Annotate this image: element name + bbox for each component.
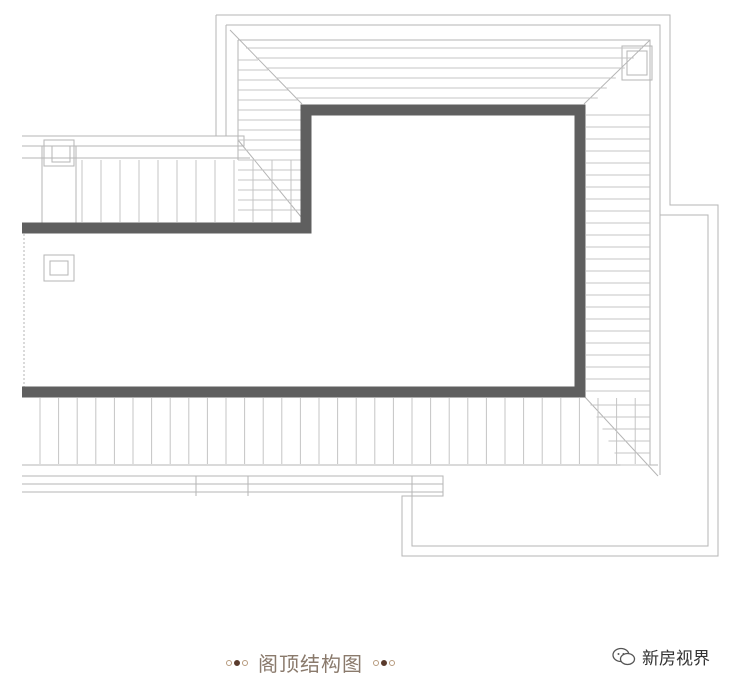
caption-group: 阁顶结构图 [226,648,395,677]
vent-box-top-right [621,45,653,81]
bottom-eave [22,464,658,496]
left-roof-edge [22,15,250,159]
brand-name: 新房视界 [642,649,710,669]
vent-box-left-mid [43,254,75,282]
inner-boundary [226,24,709,547]
hip-line-top-left [229,29,303,105]
vent-box-left-top [43,139,75,167]
attic-wall-outline [22,104,586,398]
outer-boundary [22,14,719,557]
vent-box-top-right-inner [626,50,648,76]
wechat-icon [612,647,636,665]
roof-tile-hatching [39,47,650,466]
hip-line-top-right [583,39,651,105]
dots-left-icon [226,659,248,666]
vent-box-left-mid-inner [49,260,69,276]
attic-roof-plan [22,14,719,557]
brand-watermark: 新房视界 [612,644,710,669]
dots-right-icon [373,659,395,666]
hip-line-bottom-right [583,395,659,477]
hip-line-left [237,139,303,219]
left-wall-lines [41,146,77,230]
diagram-caption: 阁顶结构图 [258,652,363,676]
vent-box-left-top-inner [51,145,71,163]
